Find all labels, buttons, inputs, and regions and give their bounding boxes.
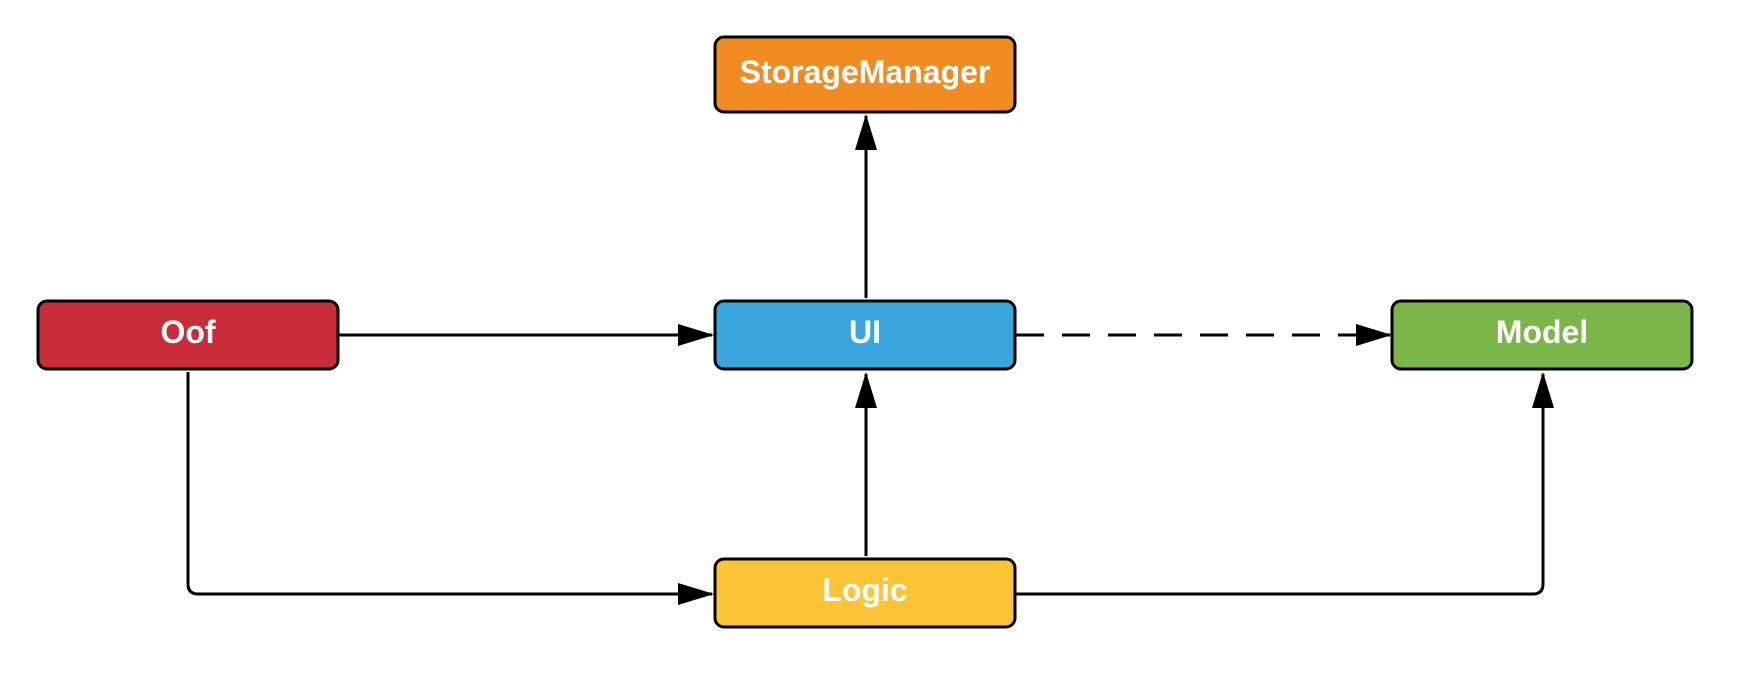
node-logic-box (713, 557, 1017, 629)
node-storagemanager-box (713, 35, 1017, 114)
node-ui-label: UI (849, 314, 881, 350)
edge-oof-to-logic (186, 372, 714, 605)
node-model-label: Model (1496, 314, 1588, 350)
node-oof-label: Oof (160, 314, 215, 350)
node-storagemanager[interactable]: StorageManager (713, 35, 1017, 114)
node-logic-label: Logic (822, 572, 907, 608)
node-logic[interactable]: Logic (713, 557, 1017, 629)
node-oof-box (36, 299, 340, 371)
node-storagemanager-label: StorageManager (740, 54, 991, 90)
node-ui-box (713, 299, 1017, 371)
node-oof[interactable]: Oof (36, 299, 340, 371)
node-model-box (1390, 299, 1694, 371)
node-ui[interactable]: UI (713, 299, 1017, 371)
edges (186, 114, 1554, 605)
edge-logic-to-model (1016, 372, 1554, 596)
node-model[interactable]: Model (1390, 299, 1694, 371)
